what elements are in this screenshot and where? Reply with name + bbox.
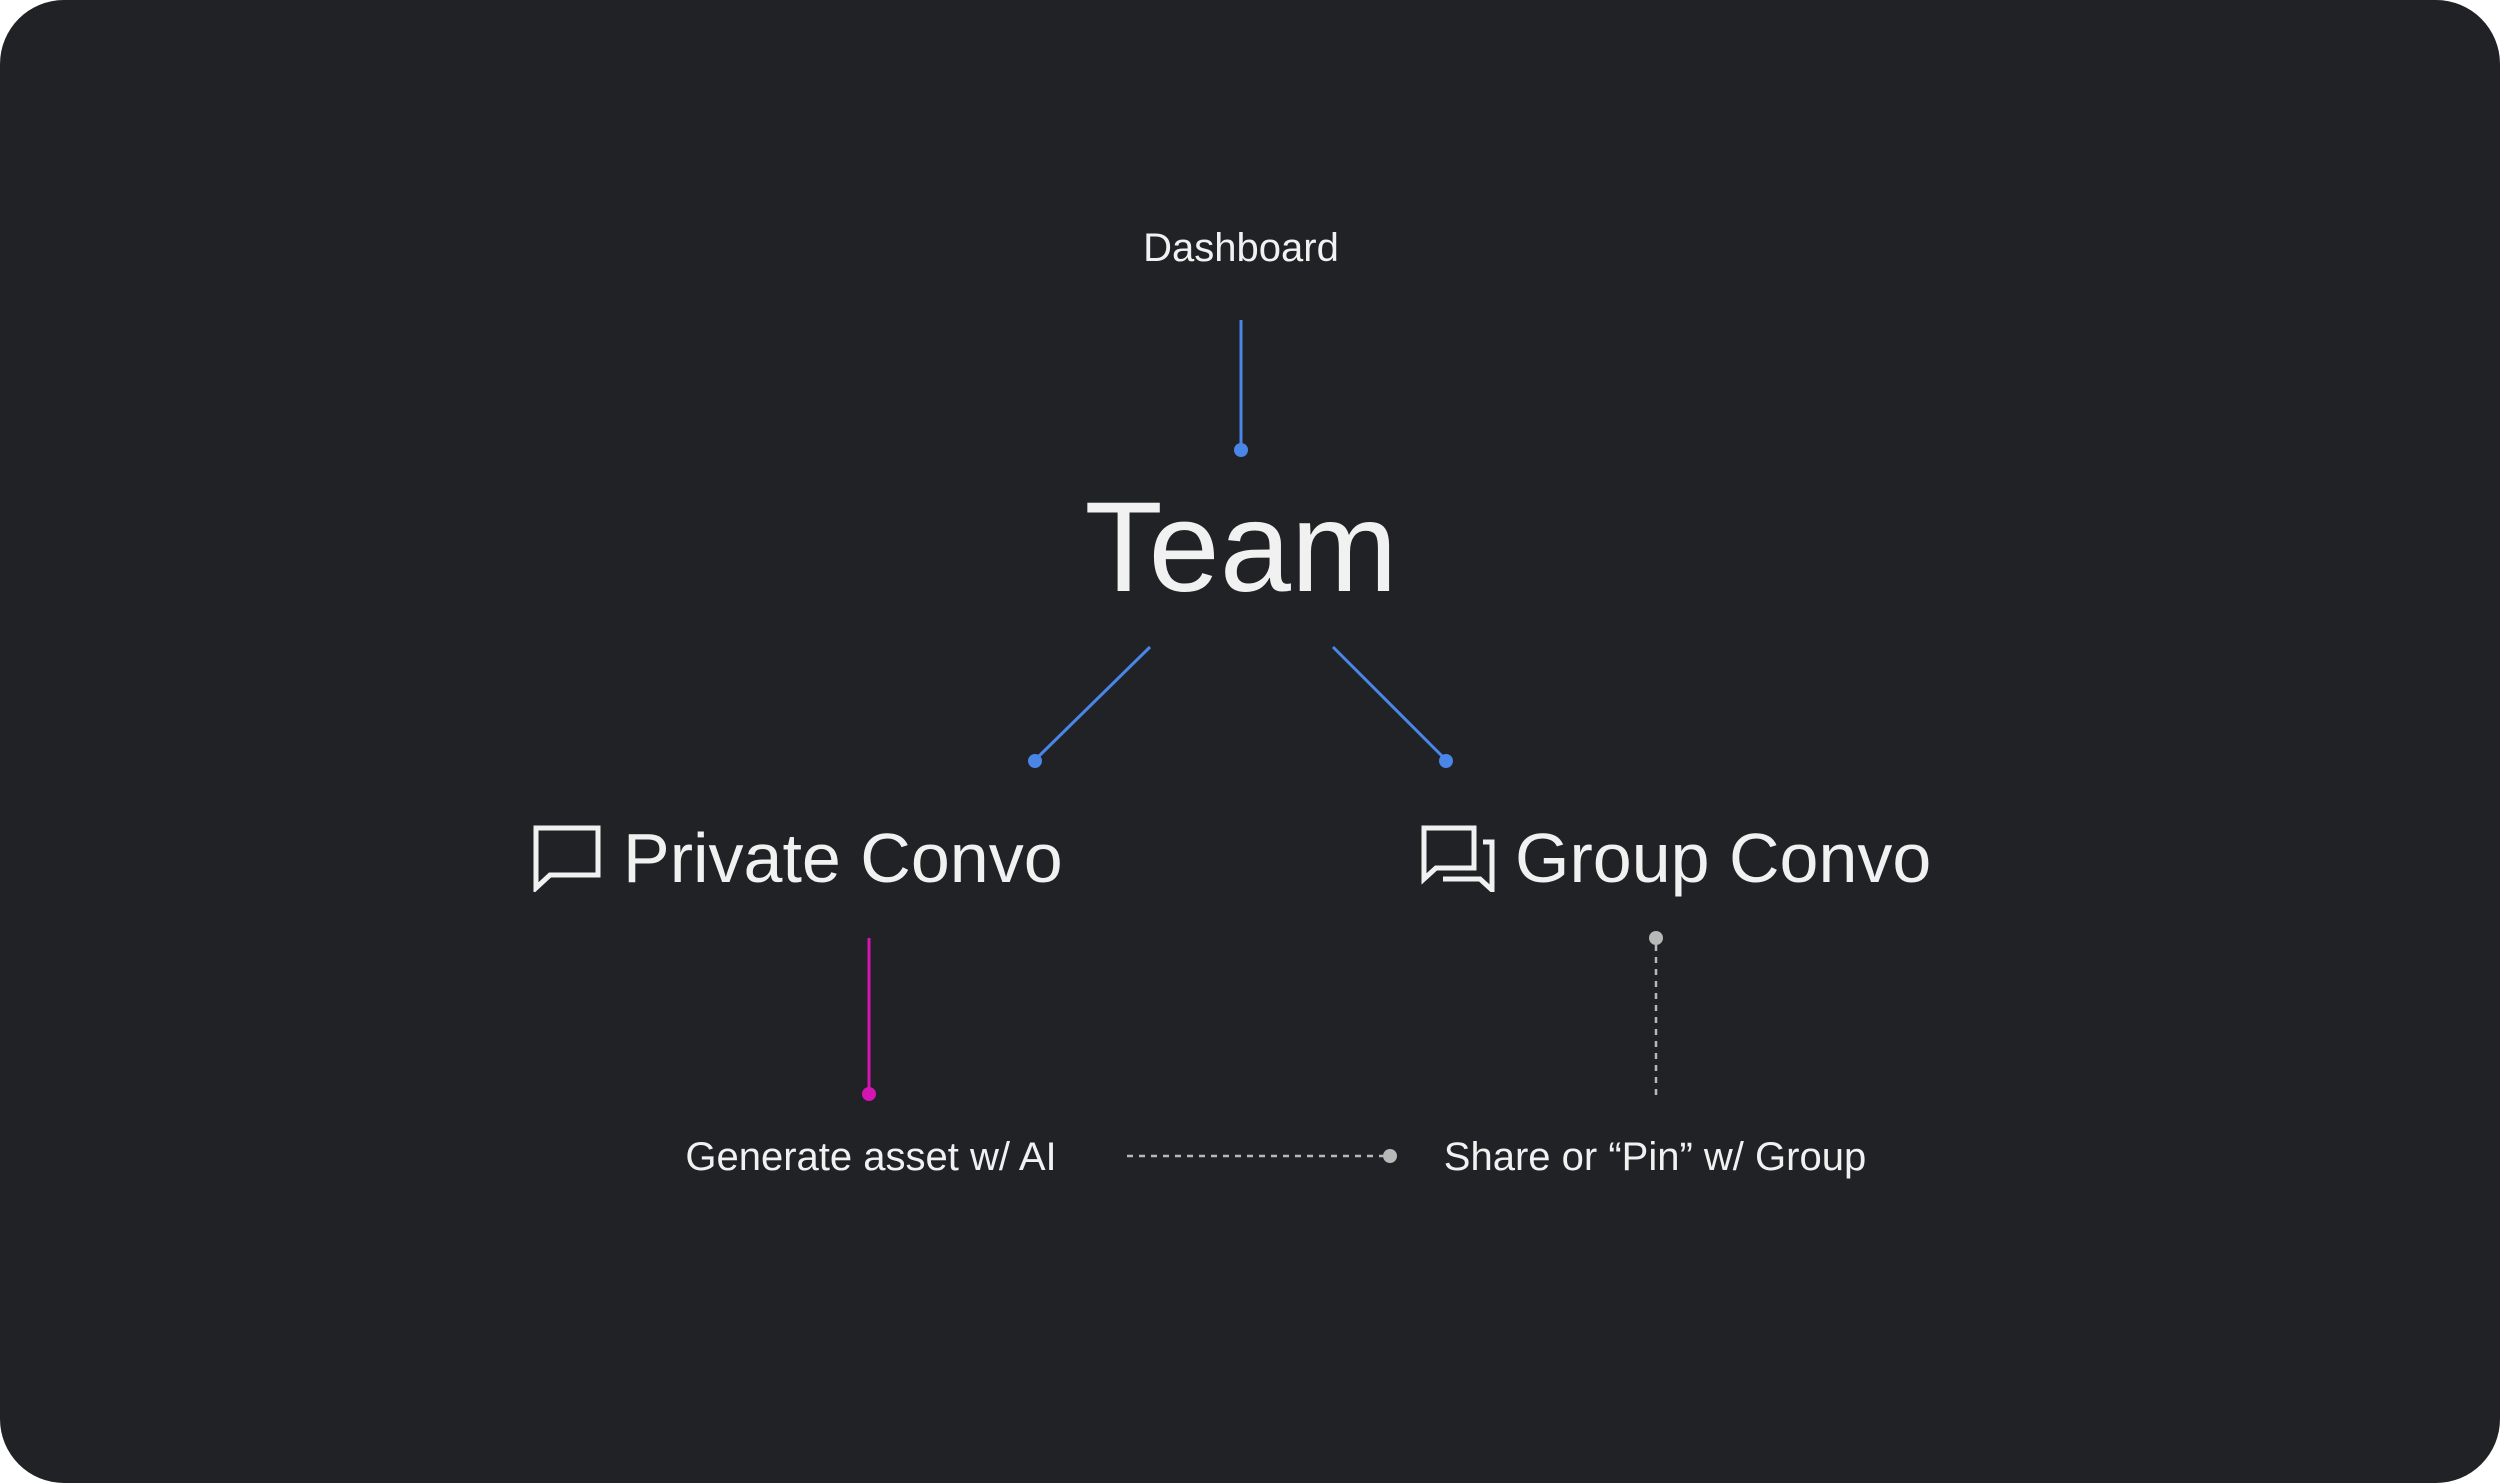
node-team: Team: [1084, 476, 1398, 619]
connector-dot-share: [1383, 1149, 1397, 1163]
chat-bubbles-icon: [1421, 825, 1495, 892]
private-convo-label: Private Convo: [623, 819, 1063, 897]
connector-team-private: [1033, 645, 1152, 762]
node-group-convo: Group Convo: [1421, 823, 1931, 893]
connector-team-group: [1331, 645, 1448, 762]
chat-bubble-icon: [533, 825, 601, 892]
connector-dot-team: [1234, 443, 1248, 457]
node-generate-asset: Generate asset w/ AI: [685, 1135, 1057, 1179]
node-private-convo: Private Convo: [533, 823, 1063, 893]
connector-dot-generate: [862, 1087, 876, 1101]
connector-dot-private: [1028, 754, 1042, 768]
connector-dot-group-bottom: [1649, 931, 1663, 945]
group-convo-label: Group Convo: [1515, 819, 1932, 897]
node-share-pin: Share or “Pin” w/ Group: [1443, 1135, 1867, 1179]
node-dashboard: Dashboard: [1143, 226, 1339, 270]
connector-dot-group: [1439, 754, 1453, 768]
